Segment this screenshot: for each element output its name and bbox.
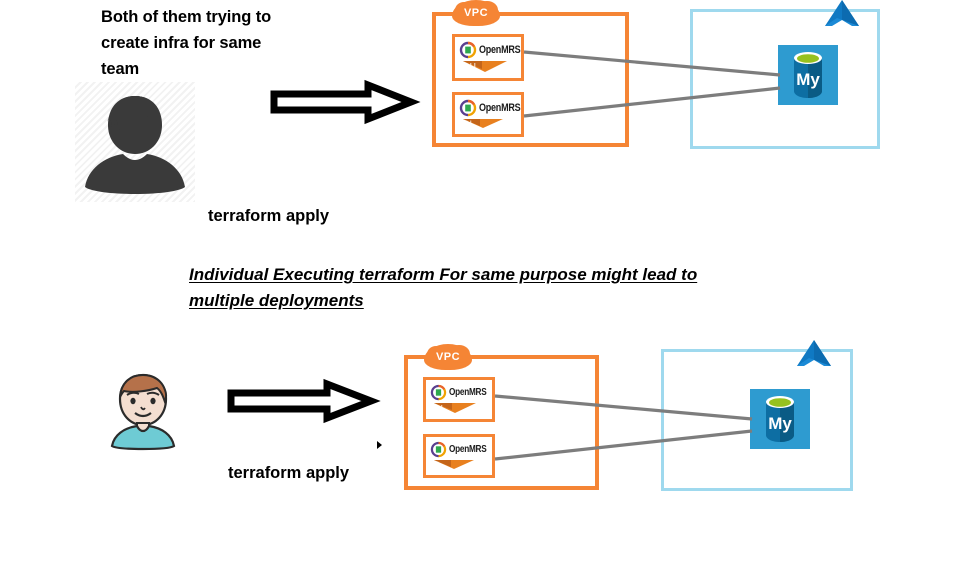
openmrs-logo-icon [459,99,477,117]
azure-logo-icon [825,0,859,26]
openmrs-arrow-mark [434,403,476,413]
bottom-vpc-badge: VPC [424,344,472,370]
bottom-vpc-badge-label: VPC [435,351,461,363]
top-azure-logo [806,0,878,28]
top-vpc-group [432,12,629,147]
openmrs-arrow-mark [463,61,507,72]
openmrs-logo-row: OpenMRS [430,384,495,401]
top-openmrs-node-1-label: OpenMRS [479,44,521,56]
middle-note-line-1: Individual Executing terraform For same … [189,265,698,284]
top-openmrs-node-2-label: OpenMRS [479,102,521,114]
headline-line-1: Both of them trying to [101,8,272,26]
middle-note: Individual Executing terraform For same … [189,262,789,314]
right-block-arrow-icon [270,79,421,125]
headline-line-2: create infra for same [101,34,262,52]
bottom-db-label: My [768,414,792,433]
bottom-mysql-database-tile[interactable]: My [750,389,810,449]
openmrs-logo-row: OpenMRS [430,441,495,458]
bottom-right-block-arrow [227,378,381,424]
top-db-label: My [796,70,820,89]
bottom-openmrs-node-2[interactable]: OpenMRS [423,434,495,478]
openmrs-logo-row: OpenMRS [459,99,529,117]
top-connector-2 [523,86,781,118]
headline-line-3: team [101,60,140,78]
bottom-openmrs-node-2-label: OpenMRS [449,444,487,455]
openmrs-arrow-mark [463,119,503,128]
openmrs-arrow-mark [434,460,474,469]
right-block-arrow-icon [227,378,381,424]
top-mysql-database-tile[interactable]: My [778,45,838,105]
top-azure-cloud-group [690,9,880,149]
openmrs-logo-icon [459,41,477,59]
azure-logo-icon [797,340,831,366]
azure-mysql-database-icon: My [766,396,794,442]
top-terraform-apply-label: terraform apply [208,207,330,225]
top-openmrs-node-2[interactable]: OpenMRS [452,92,524,137]
bottom-terraform-apply-label: terraform apply [228,464,350,482]
color-user-avatar [101,367,185,451]
bottom-azure-cloud-group [661,349,853,491]
top-headline: Both of them trying to create infra for … [101,4,331,82]
dark-user-silhouette-avatar [75,82,195,202]
bottom-vpc-group [404,355,599,490]
openmrs-logo-icon [430,384,447,401]
top-openmrs-node-1[interactable]: OpenMRS [452,34,524,81]
azure-mysql-database-icon: My [794,52,822,98]
bottom-openmrs-node-1-label: OpenMRS [449,387,487,398]
openmrs-logo-row: OpenMRS [459,41,529,59]
top-connector-1 [523,50,781,77]
user-avatar-icon [110,373,176,451]
middle-note-line-2: multiple deployments [189,291,364,310]
top-vpc-badge-label: VPC [463,7,489,19]
bottom-connector-1 [494,394,753,421]
bottom-cursor-marker [377,441,382,449]
bottom-connector-2 [494,429,753,461]
bottom-azure-logo [778,340,850,368]
top-vpc-badge: VPC [452,0,500,26]
bottom-openmrs-node-1[interactable]: OpenMRS [423,377,495,422]
user-silhouette-icon [85,96,185,194]
openmrs-logo-icon [430,441,447,458]
top-right-block-arrow [270,79,421,125]
